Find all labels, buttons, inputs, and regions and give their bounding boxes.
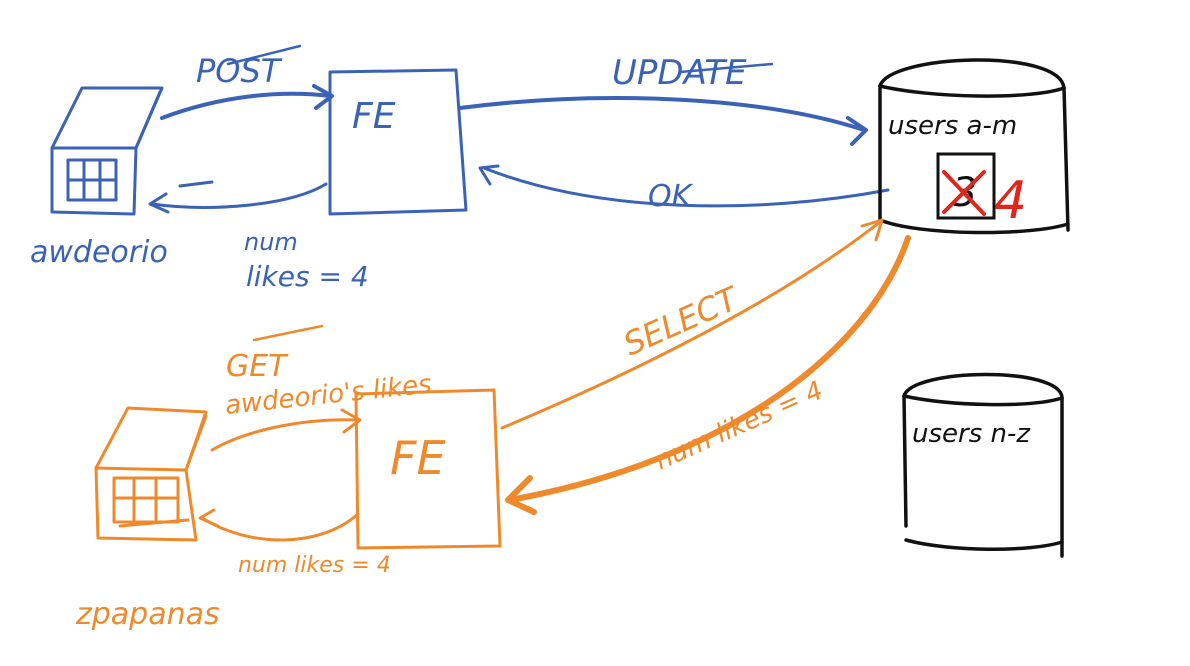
- database-cylinder-n-z-icon: [902, 372, 1064, 558]
- client-label-awdeorio: awdeorio: [30, 235, 168, 270]
- record-new-value: 4: [994, 171, 1027, 231]
- database-label-a-m: users a-m: [888, 111, 1017, 141]
- response-arrow-bottom: [198, 508, 360, 542]
- database-label-n-z: users n-z: [912, 419, 1031, 449]
- select-label: SELECT: [618, 279, 746, 364]
- response-label-top-line1: num: [244, 228, 298, 256]
- post-label: POST: [196, 52, 283, 90]
- strikeout-x-icon: [942, 170, 986, 216]
- select-arrow: [500, 218, 884, 430]
- db-response-label: num likes = 4: [651, 376, 828, 477]
- record-box: [936, 152, 996, 220]
- client-computer-awdeorio-icon: [50, 86, 164, 216]
- get-label-strike: [252, 324, 324, 342]
- frontend-box-bottom: [354, 388, 502, 550]
- client-label-zpapanas: zpapanas: [75, 597, 220, 632]
- ok-arrow: [478, 164, 890, 208]
- response-arrow-top: [148, 180, 328, 214]
- response-label-bottom: num likes = 4: [238, 553, 391, 578]
- update-label: UPDATE: [612, 53, 747, 93]
- frontend-label-top: FE: [352, 96, 396, 137]
- response-label-top-line2: likes = 4: [246, 260, 369, 293]
- update-arrow: [458, 96, 868, 146]
- frontend-label-bottom: FE: [390, 431, 446, 485]
- post-arrow: [160, 84, 334, 120]
- ok-label: OK: [648, 179, 694, 214]
- post-label-strike: [226, 44, 302, 66]
- frontend-box-top: [328, 68, 468, 216]
- get-arrow: [210, 408, 362, 452]
- update-label-strike: [678, 62, 774, 74]
- get-label-line1: GET: [226, 349, 289, 384]
- database-cylinder-a-m-icon: [878, 58, 1070, 235]
- client-computer-zpapanas-icon: [94, 406, 208, 542]
- db-response-arrow: [505, 235, 911, 515]
